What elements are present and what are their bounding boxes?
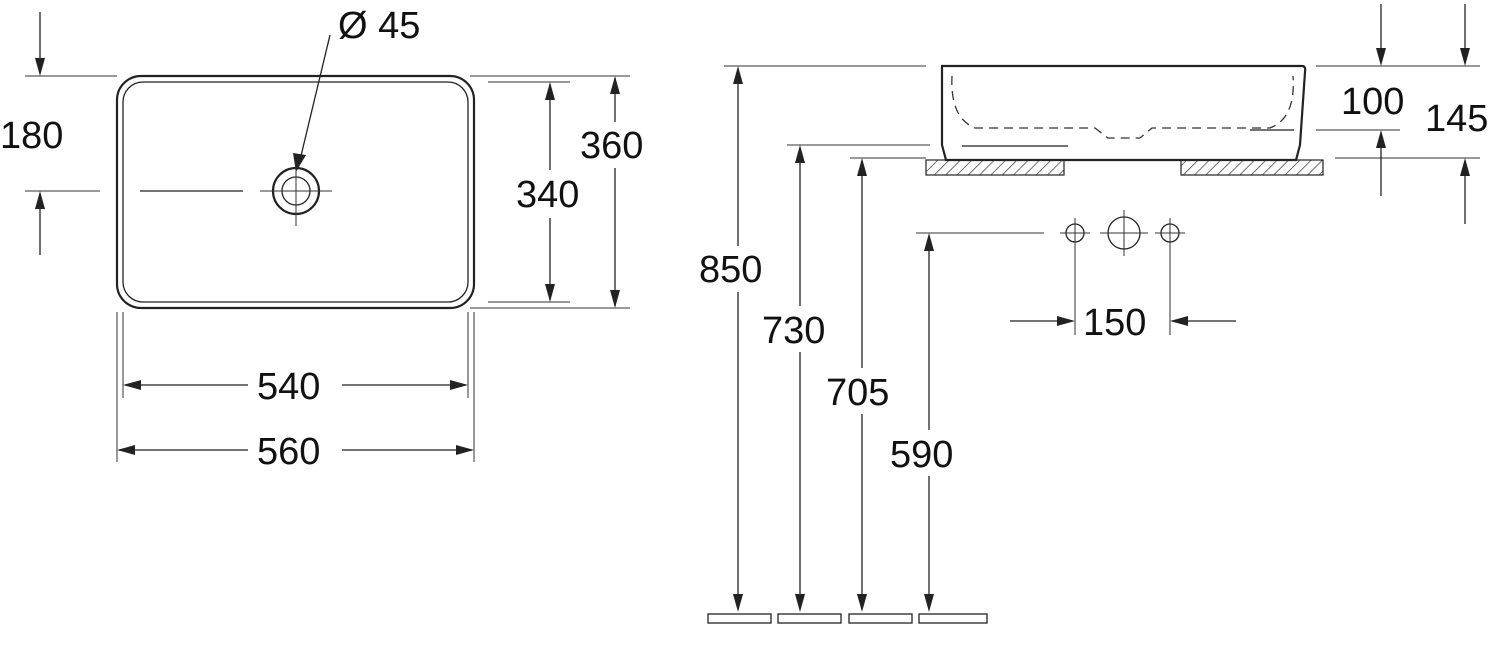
- bowl-bottom-height-label: 730: [762, 310, 825, 352]
- floor-block-2: [777, 613, 842, 624]
- tap-symbol-right: [1155, 218, 1185, 335]
- bowl-inner-dashed: [951, 75, 1294, 139]
- hole-leader-line: [299, 34, 331, 161]
- tap-height-label: 590: [890, 434, 953, 476]
- outer-depth-label: 360: [580, 125, 643, 167]
- counter-height-label: 705: [826, 372, 889, 414]
- basin-inner-outline: [122, 81, 469, 303]
- top-view: Ø 45 180 340 360 540: [0, 5, 643, 473]
- basin-side-outline: [940, 64, 1307, 162]
- hole-diameter-label: Ø 45: [338, 5, 420, 47]
- floor-block-3: [848, 613, 913, 624]
- tap-symbol-left: [1060, 218, 1090, 335]
- hole-offset-label: 180: [0, 115, 63, 157]
- inner-width-label: 540: [257, 366, 320, 408]
- basin-outer-outline: [115, 74, 476, 310]
- floor-block-1: [707, 613, 772, 624]
- outer-width-label: 560: [257, 431, 320, 473]
- countertop-right: [1180, 159, 1324, 176]
- countertop-left: [925, 159, 1065, 176]
- rim-height-label: 850: [699, 249, 762, 291]
- tap-spacing-label: 150: [1083, 302, 1146, 344]
- total-height-label: 145: [1425, 98, 1488, 140]
- inner-depth-label: 340: [516, 174, 579, 216]
- side-view: 850 730 705 590: [699, 4, 1488, 624]
- tap-symbol-center: [1100, 210, 1148, 256]
- floor-block-4: [918, 613, 988, 624]
- inner-height-label: 100: [1341, 81, 1404, 123]
